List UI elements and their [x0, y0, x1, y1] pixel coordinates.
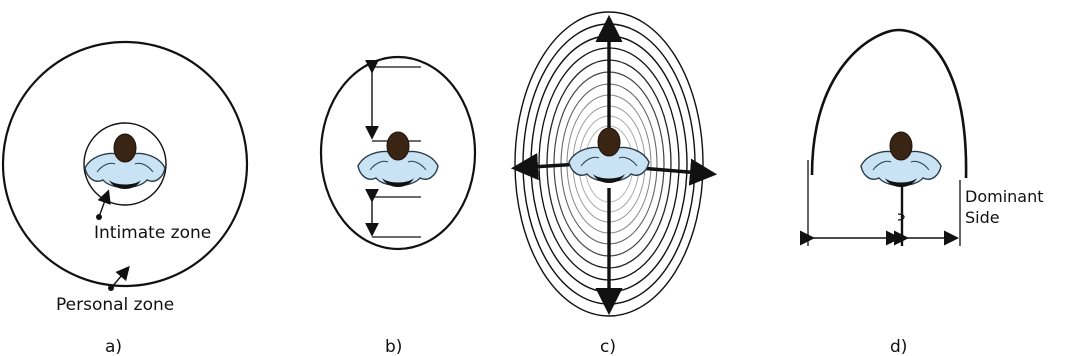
panel-a-caption: a) — [105, 337, 122, 356]
egg-shaped-zone — [319, 55, 477, 251]
panel-b: b) — [319, 55, 477, 356]
person-top-view-icon — [568, 127, 650, 184]
personal-pointer-arrow — [110, 265, 130, 289]
panel-a: Intimate zone Personal zone a) — [1, 40, 249, 356]
person-top-view-icon — [860, 131, 942, 188]
person-top-view-icon — [357, 131, 439, 188]
panel-c-caption: c) — [600, 337, 616, 356]
panel-d-caption: d) — [890, 337, 907, 356]
intimate-pointer-arrow — [97, 189, 111, 218]
dominant-side-arc — [810, 28, 968, 179]
personal-zone-label: Personal zone — [56, 295, 174, 315]
right-arrow — [639, 158, 718, 186]
panel-b-caption: b) — [385, 337, 402, 356]
personal-zone-circle — [1, 40, 249, 288]
dominant-side-label-line2: Side — [965, 208, 1000, 227]
intimate-zone-circle — [83, 122, 167, 206]
panel-c: c) — [510, 11, 718, 356]
dominant-side-label-line1: Dominant — [965, 187, 1044, 206]
intimate-zone-label: Intimate zone — [94, 223, 211, 243]
person-top-view-icon — [84, 133, 166, 190]
panel-d: Dominant Side d) — [800, 28, 1044, 356]
